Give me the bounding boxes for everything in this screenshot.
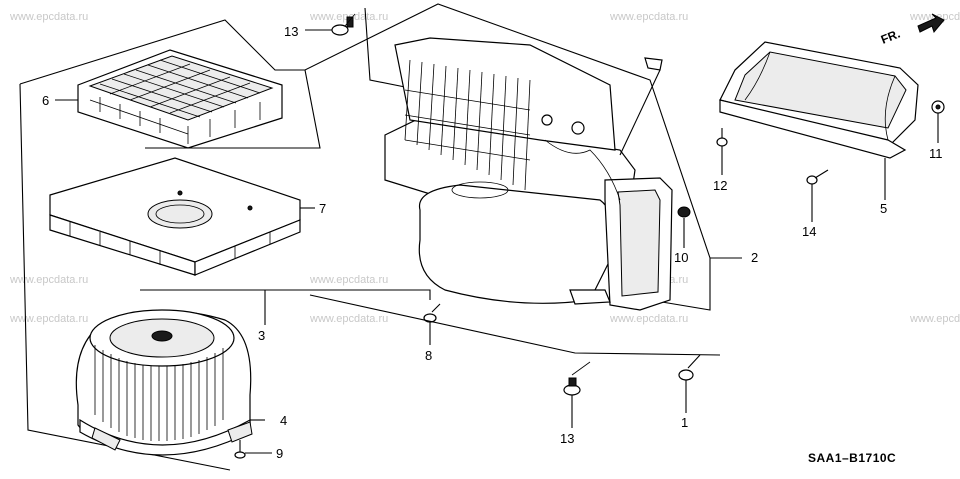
callout-6: 6 [42, 93, 49, 108]
screw-13-bottom [563, 361, 591, 396]
screw-13-top [331, 13, 356, 36]
cabin-filter-part [77, 49, 283, 149]
screw-14 [806, 169, 829, 185]
callout-10: 10 [674, 250, 688, 265]
watermark: www.epcdata.ru [609, 11, 688, 23]
nut-10 [677, 206, 691, 218]
watermark: www.epcdata.ru [9, 11, 88, 23]
callout-12: 12 [713, 178, 727, 193]
callout-2: 2 [751, 250, 758, 265]
screw-1 [678, 354, 701, 381]
callout-13-top: 13 [284, 24, 298, 39]
assembly-outline [19, 3, 711, 471]
watermark: www.epcdata.ru [609, 313, 688, 325]
callout-7: 7 [319, 201, 326, 216]
callout-13-bottom: 13 [560, 431, 574, 446]
watermark: www.epcdata.ru [909, 313, 960, 325]
front-arrow-icon [917, 13, 945, 34]
callout-11: 11 [929, 146, 943, 161]
blower-case-part [384, 37, 673, 311]
fasteners [234, 13, 945, 459]
direction-label: FR. [879, 27, 902, 47]
filter-tray-part [49, 157, 301, 276]
clip-11 [931, 100, 945, 114]
callout-8: 8 [425, 348, 432, 363]
callout-14: 14 [802, 224, 816, 239]
callout-4: 4 [280, 413, 287, 428]
blower-motor-part [75, 309, 253, 456]
screw-8 [423, 303, 441, 323]
watermark: www.epcdata.ru [309, 313, 388, 325]
front-direction-indicator: FR. [879, 13, 945, 47]
callout-9: 9 [276, 446, 283, 461]
watermark: www.epcdata.ru [9, 274, 88, 286]
callout-1: 1 [681, 415, 688, 430]
callout-3: 3 [258, 328, 265, 343]
air-duct-part [719, 41, 919, 159]
leader-lines [55, 29, 939, 454]
screw-9 [234, 440, 246, 459]
callout-labels: 13 6 7 3 4 9 8 13 1 10 2 12 11 14 5 [42, 24, 943, 461]
diagram-code: SAA1–B1710C [808, 451, 896, 465]
callout-5: 5 [880, 201, 887, 216]
watermark: www.epcdata.ru [309, 274, 388, 286]
watermark: www.epcdata.ru [9, 313, 88, 325]
clip-12 [716, 128, 728, 147]
